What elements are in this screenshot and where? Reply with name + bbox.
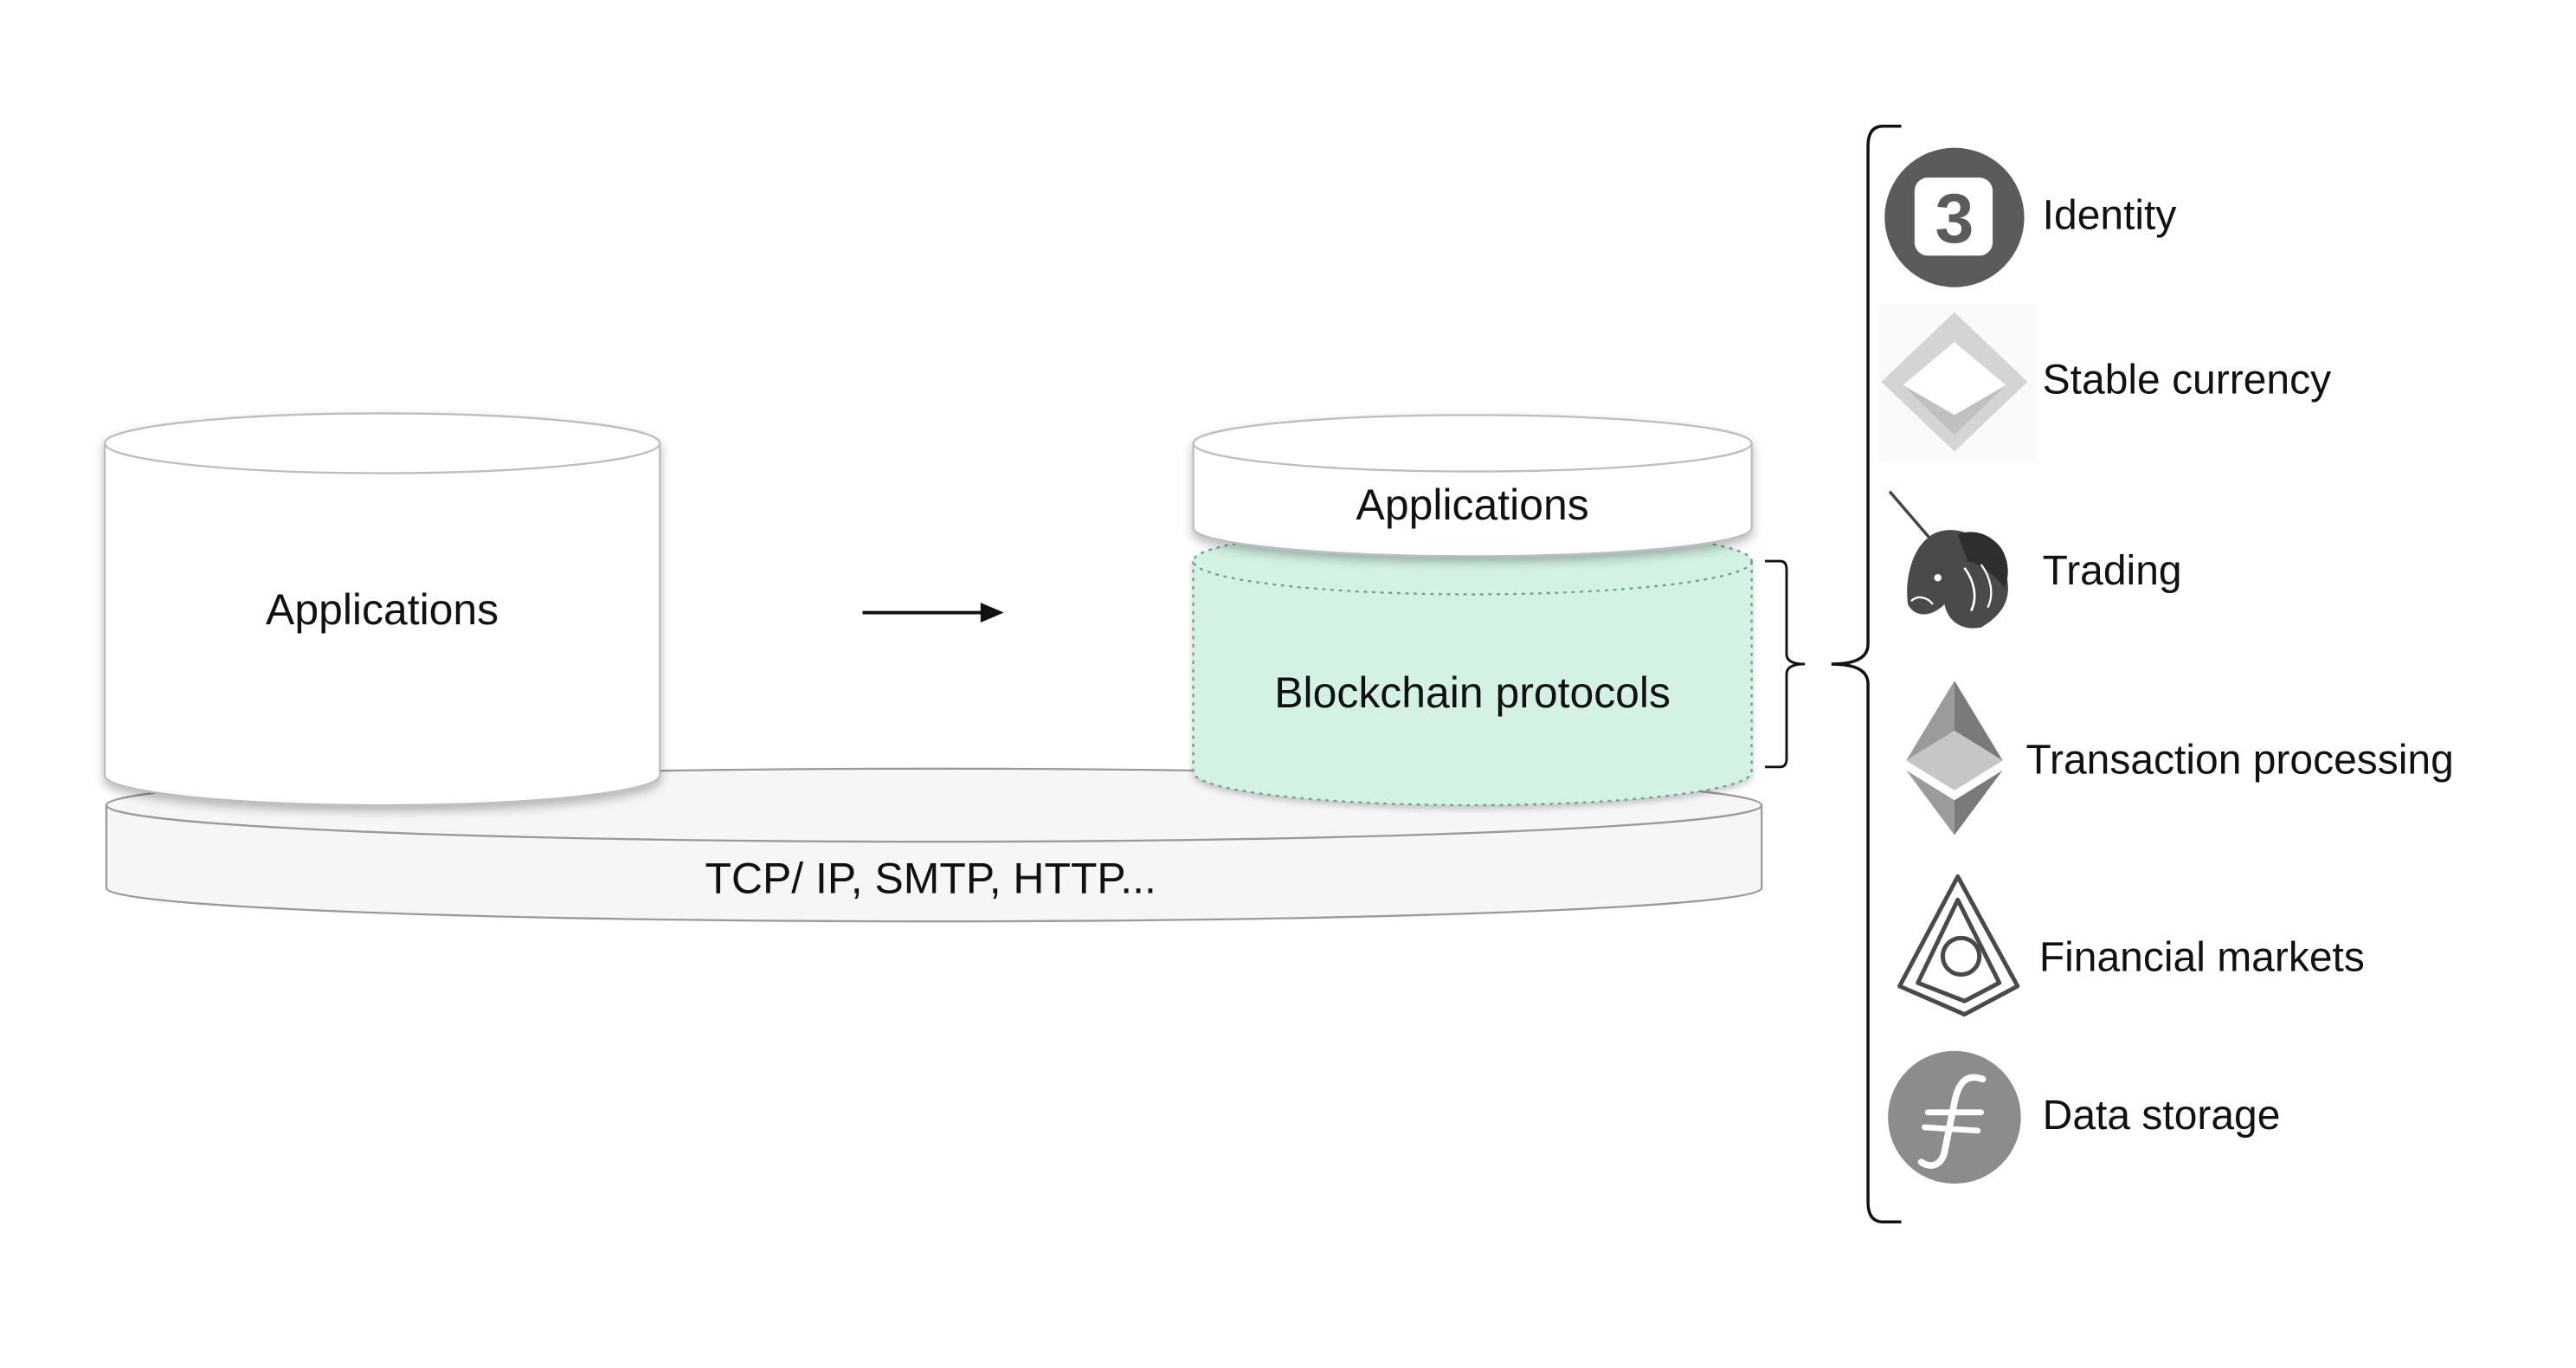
example-label-financial-markets: Financial markets bbox=[2039, 935, 2365, 981]
uniswap-unicorn-icon bbox=[1888, 490, 2008, 629]
base-protocols-label: TCP/ IP, SMTP, HTTP... bbox=[705, 855, 1156, 903]
example-label-identity: Identity bbox=[2043, 193, 2177, 239]
transition-arrow bbox=[862, 603, 1004, 623]
example-label-transaction-processing: Transaction processing bbox=[2025, 738, 2453, 784]
ethereum-logo-icon bbox=[1906, 681, 2003, 836]
examples-brace bbox=[1831, 125, 1902, 1223]
right-applications-label: Applications bbox=[1356, 481, 1589, 529]
example-label-stable-currency: Stable currency bbox=[2043, 357, 2331, 403]
example-label-trading: Trading bbox=[2043, 548, 2182, 594]
3box-logo-icon: 3 bbox=[1884, 147, 2025, 287]
left-applications-label: Applications bbox=[266, 585, 499, 634]
filecoin-logo-icon bbox=[1888, 1050, 2021, 1184]
svg-text:3: 3 bbox=[1935, 180, 1974, 258]
protocols-bracket bbox=[1765, 559, 1806, 769]
blockchain-protocols-cylinder bbox=[1192, 526, 1753, 807]
right-applications-disc bbox=[1192, 414, 1753, 558]
example-label-data-storage: Data storage bbox=[2043, 1093, 2281, 1139]
blockchain-protocols-label: Blockchain protocols bbox=[1274, 668, 1671, 717]
left-applications-cylinder bbox=[103, 412, 661, 807]
augur-logo-icon bbox=[1897, 874, 2020, 1017]
dai-logo-icon bbox=[1877, 303, 2036, 462]
